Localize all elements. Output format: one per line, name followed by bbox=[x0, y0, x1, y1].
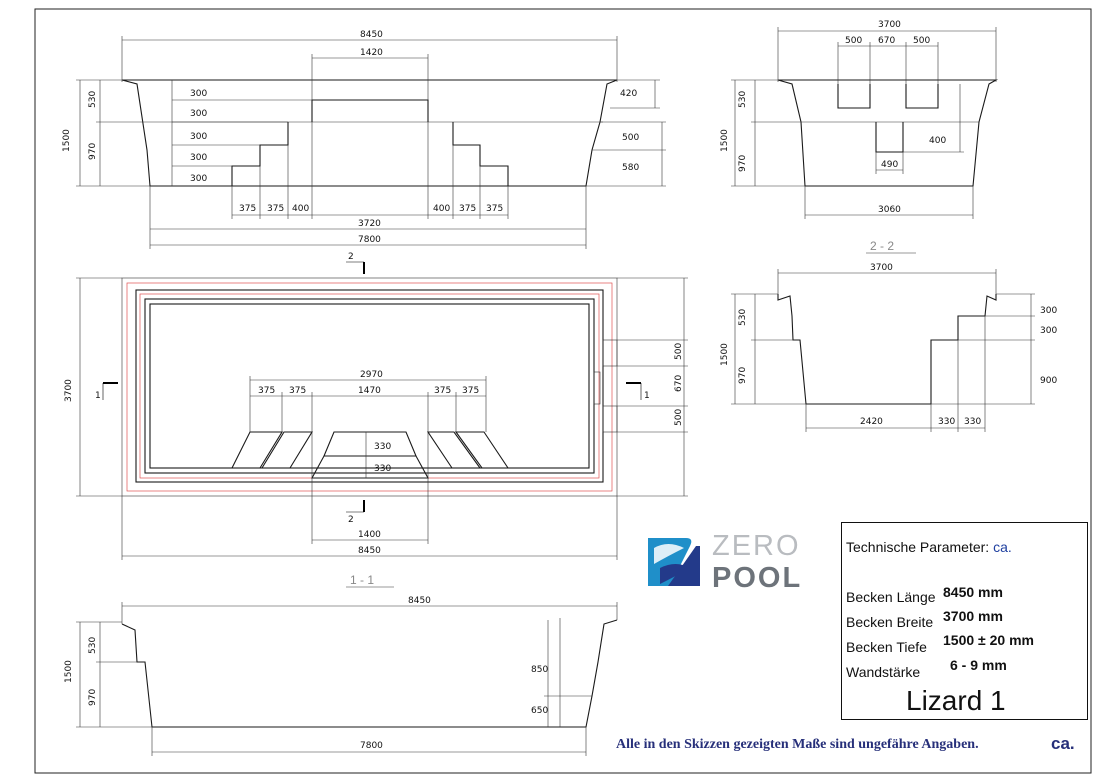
params-title-label: Technische Parameter: bbox=[846, 539, 990, 555]
dim-depth-upper: 530 bbox=[738, 309, 748, 326]
dim-tread: 375 bbox=[459, 204, 476, 214]
dim-depth-total: 1500 bbox=[720, 343, 730, 366]
zeropool-logo: ZERO POOL bbox=[648, 530, 802, 594]
dim-bench-left: 500 bbox=[845, 36, 862, 46]
drawing-frame bbox=[34, 8, 1092, 774]
dim-step: 300 bbox=[190, 153, 207, 163]
section-1-1-view: 1 - 1 8450 1500 530 970 850 650 7800 bbox=[64, 573, 618, 756]
technical-parameters-box: Technische Parameter: ca. Becken Länge 8… bbox=[841, 522, 1088, 720]
logo-mark-icon bbox=[648, 538, 700, 586]
dim-overall-length: 8450 bbox=[358, 546, 381, 556]
dim-right-upper: 850 bbox=[531, 665, 548, 675]
dim-right-depth: 900 bbox=[1040, 376, 1057, 386]
dim-overall-length: 8450 bbox=[408, 596, 431, 606]
dim-tread: 375 bbox=[462, 386, 479, 396]
param-label: Becken Länge bbox=[846, 589, 936, 605]
dim-depth-upper: 530 bbox=[88, 91, 98, 108]
dim-right-lower: 650 bbox=[531, 706, 548, 716]
dim-step-depth: 330 bbox=[374, 464, 391, 474]
param-value-depth: 1500 ± 20 mm bbox=[943, 632, 1034, 648]
dim-right-top: 500 bbox=[674, 343, 684, 360]
dim-bench-mid: 670 bbox=[878, 36, 895, 46]
model-name: Lizard 1 bbox=[906, 685, 1006, 716]
params-title-ca: ca. bbox=[993, 539, 1012, 555]
cut-marker-1-right: 1 bbox=[644, 391, 650, 401]
dim-right-low: 580 bbox=[622, 163, 639, 173]
dim-end-width: 3700 bbox=[878, 20, 901, 30]
dim-stair-span: 2970 bbox=[360, 370, 383, 380]
dim-step-width: 490 bbox=[881, 160, 898, 170]
footer-ca: ca. bbox=[1051, 734, 1075, 753]
dim-depth-upper: 530 bbox=[738, 91, 748, 108]
param-label: Wandstärke bbox=[846, 664, 921, 680]
cut-marker-2-top: 2 bbox=[348, 252, 354, 262]
dim-step: 300 bbox=[190, 109, 207, 119]
param-value-width: 3700 mm bbox=[943, 608, 1003, 624]
dim-tread: 375 bbox=[258, 386, 275, 396]
dim-bottom-width: 3060 bbox=[878, 205, 901, 215]
dim-depth-total: 1500 bbox=[720, 129, 730, 152]
dim-tread: 375 bbox=[267, 204, 284, 214]
dim-step2: 300 bbox=[1040, 326, 1057, 336]
logo-word-zero: ZERO bbox=[712, 530, 801, 562]
dim-tread: 1470 bbox=[358, 386, 381, 396]
footer-disclaimer: Alle in den Skizzen gezeigten Maße sind … bbox=[616, 737, 979, 752]
dim-tread2: 330 bbox=[964, 417, 981, 427]
dim-stair-top: 1420 bbox=[360, 48, 383, 58]
params-title: Technische Parameter: ca. bbox=[846, 539, 1012, 555]
dim-right-mid: 500 bbox=[622, 133, 639, 143]
param-value-wall: 6 - 9 mm bbox=[950, 657, 1007, 673]
dim-depth-total: 1500 bbox=[62, 129, 72, 152]
dim-depth-lower: 970 bbox=[88, 689, 98, 706]
dim-right-bot: 500 bbox=[674, 409, 684, 426]
dim-bottom-length: 7800 bbox=[360, 741, 383, 751]
param-value-length: 8450 mm bbox=[943, 584, 1003, 600]
dim-tread: 375 bbox=[434, 386, 451, 396]
longitudinal-section-view: 8450 1420 1500 530 970 300 300 300 300 3… bbox=[62, 30, 666, 249]
param-row-wall: Wandstärke bbox=[846, 664, 920, 680]
section-2-2-view: 2 - 2 3700 300 300 1500 530 970 900 2420… bbox=[720, 239, 1057, 432]
section-label: 1 - 1 bbox=[350, 573, 374, 587]
dim-depth-total: 1500 bbox=[64, 660, 74, 683]
dim-depth-lower: 970 bbox=[738, 367, 748, 384]
dim-tread: 375 bbox=[289, 386, 306, 396]
dim-inner-span: 3720 bbox=[358, 219, 381, 229]
section-label: 2 - 2 bbox=[870, 239, 894, 253]
param-label: Becken Tiefe bbox=[846, 639, 927, 655]
param-row-width: Becken Breite bbox=[846, 614, 933, 630]
end-section-view: 3700 500 670 500 1500 530 970 400 490 30… bbox=[720, 20, 999, 219]
dim-step: 300 bbox=[190, 174, 207, 184]
cut-marker-2-bottom: 2 bbox=[348, 515, 354, 525]
dim-depth-upper: 530 bbox=[88, 637, 98, 654]
dim-step1: 300 bbox=[1040, 306, 1057, 316]
param-row-length: Becken Länge bbox=[846, 589, 936, 605]
dim-depth-lower: 970 bbox=[88, 143, 98, 160]
dim-step: 300 bbox=[190, 89, 207, 99]
dim-tread: 375 bbox=[486, 204, 503, 214]
dim-overall-length: 8450 bbox=[360, 30, 383, 40]
dim-tread: 375 bbox=[239, 204, 256, 214]
dim-bottom: 2420 bbox=[860, 417, 883, 427]
dim-tread: 400 bbox=[292, 204, 309, 214]
dim-plan-width: 3700 bbox=[64, 379, 74, 402]
dim-right-mid: 670 bbox=[674, 375, 684, 392]
dim-depth-lower: 970 bbox=[738, 155, 748, 172]
dim-step: 300 bbox=[190, 132, 207, 142]
param-label: Becken Breite bbox=[846, 614, 934, 630]
param-row-depth: Becken Tiefe bbox=[846, 639, 927, 655]
dim-bench-right: 500 bbox=[913, 36, 930, 46]
dim-width: 3700 bbox=[870, 263, 893, 273]
dim-tread: 400 bbox=[433, 204, 450, 214]
dim-right-rim: 420 bbox=[620, 89, 637, 99]
dim-step-drop: 400 bbox=[929, 136, 946, 146]
logo-word-pool: POOL bbox=[712, 562, 802, 594]
dim-stair-width: 1400 bbox=[358, 530, 381, 540]
dim-bottom-length: 7800 bbox=[358, 235, 381, 245]
dim-tread1: 330 bbox=[938, 417, 955, 427]
plan-view: 2 2 1 1 3700 500 bbox=[64, 252, 688, 560]
dim-step-depth: 330 bbox=[374, 442, 391, 452]
cut-marker-1-left: 1 bbox=[95, 391, 101, 401]
